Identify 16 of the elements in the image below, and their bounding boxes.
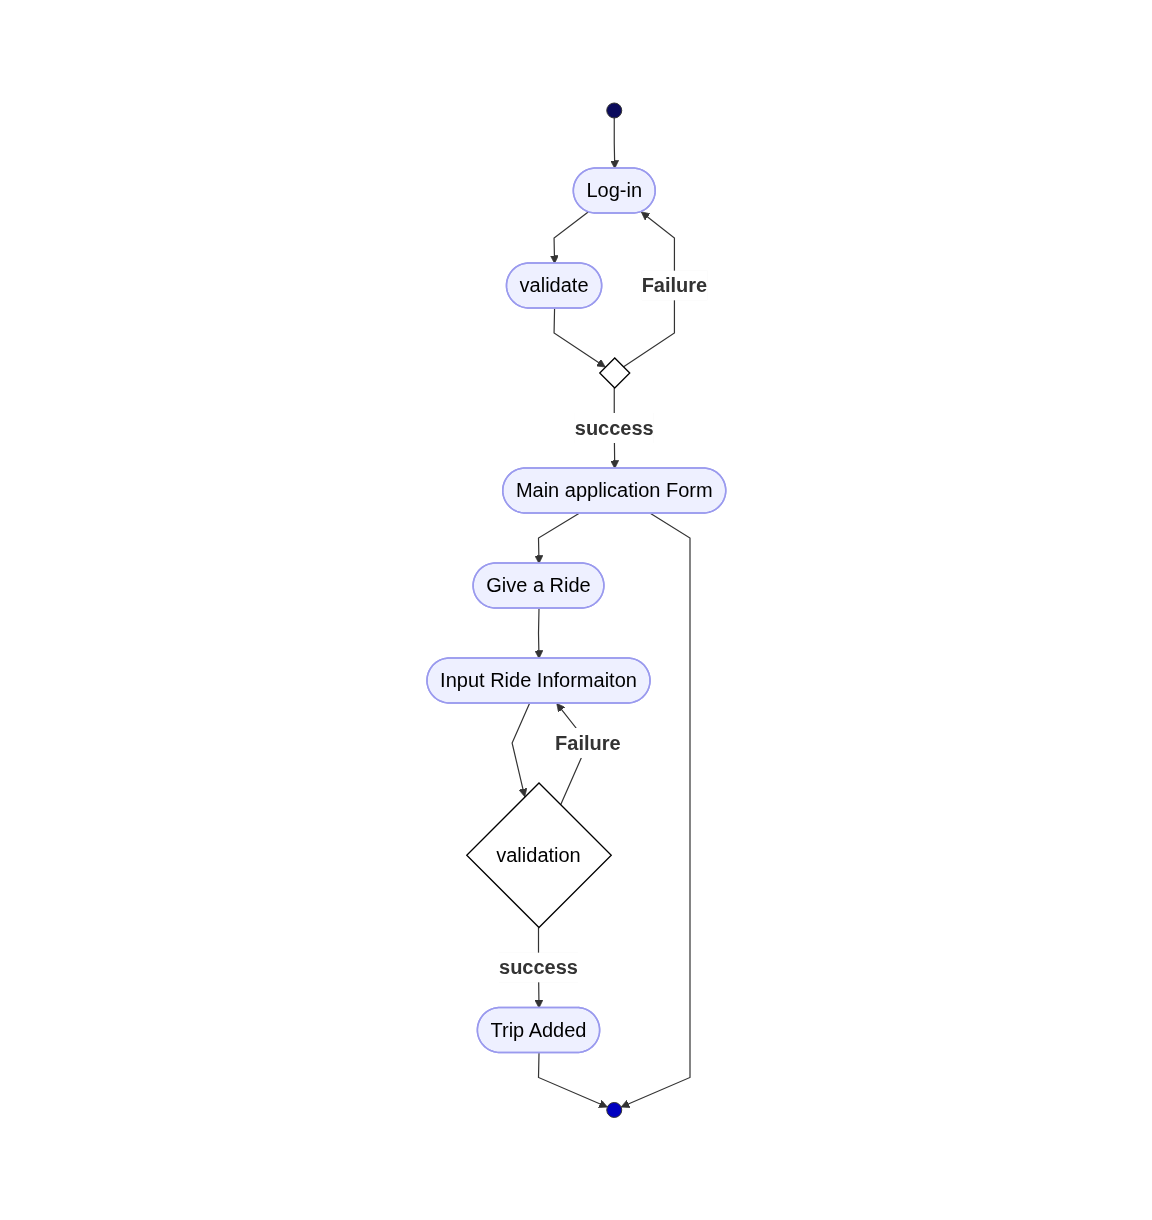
arrow: [609, 117, 619, 169]
edge-label: success: [498, 956, 578, 979]
node-circle: [605, 102, 622, 119]
edge-label: success: [574, 416, 654, 439]
edge-label: Failure: [554, 731, 621, 754]
arrow: [537, 1052, 608, 1108]
edge-label: Failure: [641, 274, 707, 297]
arrow: [553, 307, 606, 368]
arrow: [534, 512, 580, 564]
node-diamond: [598, 356, 631, 389]
arrow: [534, 607, 543, 659]
node-circle: [605, 1101, 622, 1118]
arrow: [511, 702, 530, 797]
node-diamond: validation: [465, 781, 612, 929]
arrow: [549, 211, 589, 264]
arrow: [620, 512, 691, 1108]
